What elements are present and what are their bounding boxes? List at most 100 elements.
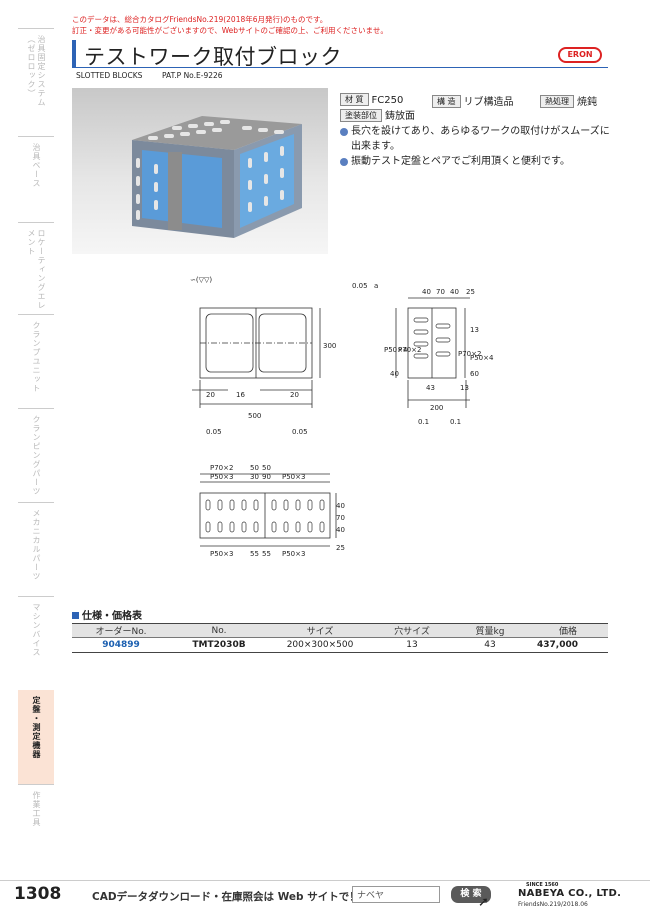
flatness-tolerance: 0.05 [352,282,368,290]
sidebar-item-work-tools[interactable]: 作業工具 [18,784,54,880]
spec-structure: 構 造リブ構造品 [432,93,514,108]
sidebar-item-label: 定盤・測定機器 [32,696,41,759]
title-bar: テストワーク取付ブロック ERON [72,40,608,69]
svg-text:13: 13 [460,384,469,392]
feature-item: 長穴を設けてあり、あらゆるワークの取付けがスムーズに出来ます。 [340,124,615,154]
svg-text:20: 20 [290,391,299,399]
search-button[interactable]: 検 索 [451,886,491,903]
brand-name: NABEYA CO., LTD. [518,888,622,899]
svg-text:P50×3: P50×3 [210,473,233,481]
sidebar-item-label: 治具固定システム（ゼロロック） [27,35,46,107]
structure-label: 構 造 [432,95,461,108]
sidebar-item-clamp-unit[interactable]: クランプユニット [18,314,54,408]
sidebar-item-jig-base[interactable]: 治具ベース [18,136,54,222]
svg-text:20: 20 [206,391,215,399]
material-value: FC250 [371,95,404,106]
svg-text:P50×3: P50×3 [282,473,305,481]
col-no: No. [170,623,268,638]
product-photo [72,88,328,254]
svg-text:P50×3: P50×3 [282,550,305,558]
sidebar-item-label: クランピングパーツ [32,415,41,496]
feature-list: 長穴を設けてあり、あらゆるワークの取付けがスムーズに出来ます。 振動テスト定盤と… [340,124,615,169]
svg-text:70: 70 [436,288,445,296]
dimension-width: 500 [248,412,261,420]
svg-text:16: 16 [236,391,245,399]
dimension-height: 300 [323,342,336,350]
svg-text:0.1: 0.1 [418,418,429,426]
paint-value: 鋳放面 [385,111,415,122]
svg-text:70: 70 [336,514,345,522]
section-title: 仕様・価格表 [72,607,142,622]
svg-text:P50×4: P50×4 [470,354,494,362]
col-price: 価格 [528,623,608,638]
footer-divider [0,880,650,881]
page-number: 1308 [14,884,62,904]
svg-text:0.05: 0.05 [292,428,308,436]
since-label: SINCE 1560 [526,882,559,888]
sidebar-item-machine-vise[interactable]: マシンバイス [18,596,54,690]
svg-text:P70×2: P70×2 [210,464,233,472]
svg-text:0.1: 0.1 [450,418,461,426]
col-mass: 質量kg [452,623,528,638]
notice: このデータは、総合カタログFriendsNo.219(2018年6月発行)のもの… [72,14,388,36]
svg-text:60: 60 [470,370,479,378]
structure-value: リブ構造品 [463,97,514,108]
sidebar-item-mechanical-parts[interactable]: メカニカルパーツ [18,502,54,596]
material-label: 材 質 [340,93,369,106]
mass-value: 43 [452,637,528,653]
svg-text:0.05: 0.05 [206,428,222,436]
sidebar-item-label: メカニカルパーツ [32,509,41,581]
order-number-link[interactable]: 904899 [72,637,170,653]
price-value: 437,000 [528,637,608,653]
bullet-dot-icon [340,128,348,136]
col-order-no: オーダーNo. [72,623,170,638]
svg-text:P50×3: P50×3 [210,550,233,558]
model-number: TMT2030B [170,637,268,653]
heat-value: 焼鈍 [577,97,597,108]
page-title: テストワーク取付ブロック [84,45,342,69]
catalog-edition: FriendsNo.219/2018.06 [518,901,588,908]
size-value: 200×300×500 [268,637,372,653]
sidebar-item-label: ロケーティングエレメント [27,229,46,310]
col-size: サイズ [268,623,372,638]
dimension-depth: 200 [430,404,443,412]
svg-text:P70×2: P70×2 [398,346,421,354]
eron-logo: ERON [558,47,602,63]
sidebar-item-surface-plate[interactable]: 定盤・測定機器 [18,690,54,784]
spec-heat: 熱処理焼鈍 [540,93,597,108]
category-sidebar: 治具固定システム（ゼロロック） 治具ベース ロケーティングエレメント クランプユ… [18,28,54,880]
svg-text:a: a [374,282,378,290]
cad-download-text: CADデータダウンロード・在庫照会は Web サイトで！ [92,891,360,903]
svg-text:50: 50 [250,464,259,472]
bullet-dot-icon [340,158,348,166]
svg-text:40: 40 [336,502,345,510]
svg-text:P70×2: P70×2 [458,350,481,358]
sidebar-item-locating[interactable]: ロケーティングエレメント [18,222,54,314]
spec-price-table: オーダーNo. No. サイズ 穴サイズ 質量kg 価格 904899 TMT2… [72,623,608,653]
sidebar-item-label: 作業工具 [32,791,41,827]
heat-label: 熱処理 [540,95,574,108]
svg-text:25: 25 [466,288,475,296]
notice-line-2: 訂正・変更がある可能性がございますので、Webサイトのご確認の上、ご利用ください… [72,26,388,35]
search-input[interactable] [352,886,440,903]
pointer-cursor-icon: ➚ [478,895,489,910]
surface-finish-symbol: ∽(▽▽) [190,276,212,284]
slotted-block-image [132,116,302,238]
spec-paint: 塗装部位鋳放面 [340,107,415,122]
svg-text:40: 40 [390,370,399,378]
paint-label: 塗装部位 [340,109,382,122]
svg-text:40: 40 [422,288,431,296]
patent-number: PAT.P No.E-9226 [162,71,223,80]
product-subtitle: SLOTTED BLOCKS [76,71,143,80]
svg-text:55: 55 [262,550,271,558]
svg-text:30: 30 [250,473,259,481]
sidebar-item-clamping-parts[interactable]: クランピングパーツ [18,408,54,502]
svg-text:40: 40 [336,526,345,534]
notice-line-1: このデータは、総合カタログFriendsNo.219(2018年6月発行)のもの… [72,15,328,24]
svg-text:40: 40 [450,288,459,296]
sidebar-item-zero-lock[interactable]: 治具固定システム（ゼロロック） [18,28,54,116]
svg-text:43: 43 [426,384,435,392]
feature-item: 振動テスト定盤とペアでご利用頂くと便利です。 [340,154,615,169]
col-hole: 穴サイズ [372,623,452,638]
svg-text:25: 25 [336,544,345,552]
